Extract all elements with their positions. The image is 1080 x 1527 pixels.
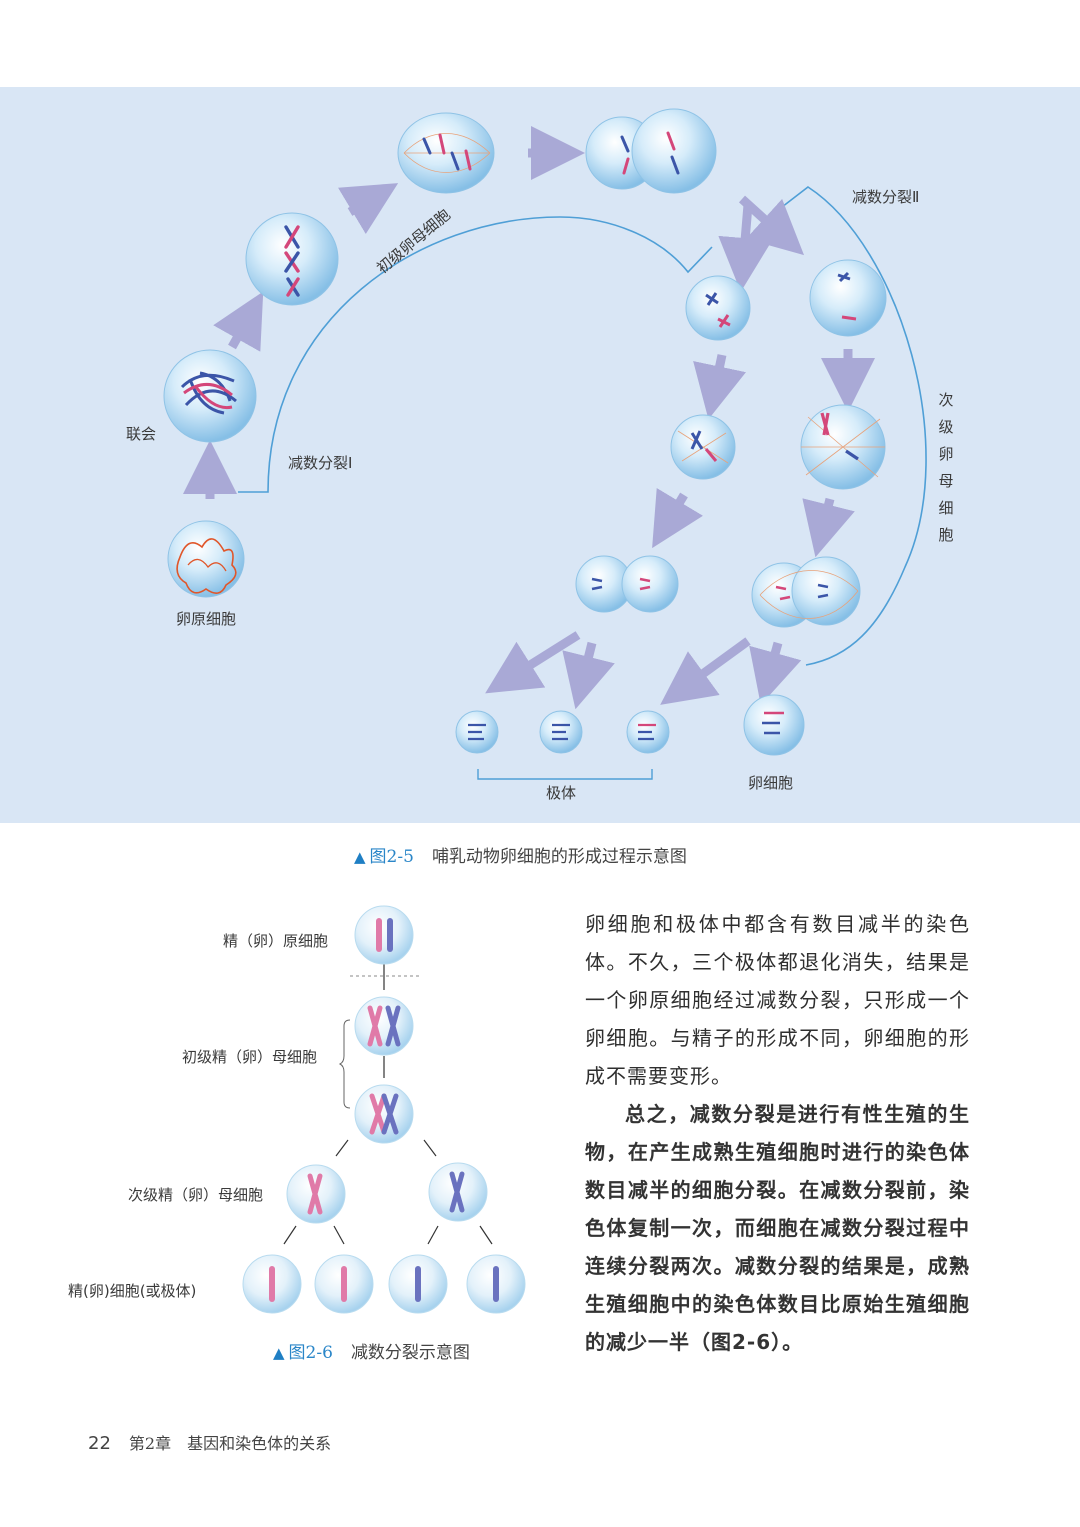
figure-2-6: 精（卵）原细胞 初级精（卵）母细胞 次级精（卵）母细胞 精(卵)细胞(或极体) bbox=[0, 880, 560, 1380]
figure-2-6-number: 图2-6 bbox=[288, 1343, 333, 1363]
secondary-cell-left bbox=[286, 1164, 346, 1224]
label-secondary-oocyte: 次级卵母细胞 bbox=[938, 391, 954, 544]
meiosis-1-bracket bbox=[238, 216, 713, 493]
gamete-cell-1 bbox=[242, 1254, 302, 1314]
egg-cell bbox=[743, 694, 805, 756]
secondary-oocyte-cell bbox=[809, 259, 887, 337]
caption-triangle-icon: ▲ bbox=[273, 1344, 285, 1362]
polar-body-3 bbox=[626, 710, 670, 754]
figure-2-5-panel: 卵原细胞 联会 减数分裂Ⅰ 初级卵母细胞 减数分裂Ⅱ 次级卵母细胞 极体 卵细胞 bbox=[0, 87, 1080, 823]
label-meiosis-2: 减数分裂Ⅱ bbox=[852, 188, 920, 206]
synapsis-cell bbox=[163, 349, 257, 443]
page-footer: 22 第2章基因和染色体的关系 bbox=[88, 1430, 331, 1454]
polar-body-dividing-cell bbox=[575, 555, 679, 613]
polar-body-metaphase-cell bbox=[670, 414, 736, 480]
primary-oocyte-anaphase-cell bbox=[397, 112, 495, 194]
first-polar-body-cell bbox=[685, 275, 751, 341]
figure-2-6-title: 减数分裂示意图 bbox=[350, 1343, 470, 1363]
label-oogonium: 卵原细胞 bbox=[176, 610, 237, 628]
label-primary-row: 初级精（卵）母细胞 bbox=[182, 1048, 318, 1066]
chapter-title: 基因和染色体的关系 bbox=[187, 1434, 332, 1453]
label-polar-body: 极体 bbox=[546, 784, 577, 802]
label-gamete-row: 精(卵)细胞(或极体) bbox=[68, 1282, 197, 1300]
label-synapsis: 联会 bbox=[126, 425, 157, 443]
primary-cell-1 bbox=[354, 996, 414, 1056]
label-oogonium-row: 精（卵）原细胞 bbox=[223, 932, 329, 950]
gamete-cell-2 bbox=[314, 1254, 374, 1314]
meiosis-2-bracket bbox=[781, 186, 927, 666]
gamete-cell-4 bbox=[466, 1254, 526, 1314]
primary-oocyte-telophase-cell bbox=[585, 108, 717, 194]
primary-oocyte-metaphase-cell bbox=[245, 212, 339, 306]
figure-2-5-title: 哺乳动物卵细胞的形成过程示意图 bbox=[431, 847, 687, 867]
process-arrows bbox=[183, 126, 875, 710]
secondary-cell-right bbox=[428, 1162, 488, 1222]
oogonium-cell bbox=[167, 520, 245, 598]
paragraph-1: 卵细胞和极体中都含有数目减半的染色体。不久，三个极体都退化消失，结果是一个卵原细… bbox=[585, 912, 970, 1088]
label-secondary-row: 次级精（卵）母细胞 bbox=[128, 1186, 264, 1204]
gamete-cell-3 bbox=[388, 1254, 448, 1314]
meiosis-schematic bbox=[242, 905, 526, 1314]
polar-body-bracket bbox=[477, 769, 653, 780]
polar-body-2 bbox=[539, 710, 583, 754]
secondary-oocyte-metaphase-cell bbox=[800, 404, 886, 490]
figure-2-6-caption: ▲图2-6 减数分裂示意图 bbox=[273, 1338, 470, 1363]
primary-cell-2 bbox=[354, 1084, 414, 1144]
caption-triangle-icon: ▲ bbox=[354, 848, 366, 866]
oogonium-schematic-cell bbox=[354, 905, 414, 965]
body-text: 卵细胞和极体中都含有数目减半的染色体。不久，三个极体都退化消失，结果是一个卵原细… bbox=[585, 905, 970, 1361]
chapter-number: 第2章 bbox=[128, 1434, 172, 1453]
figure-2-5-caption: ▲图2-5 哺乳动物卵细胞的形成过程示意图 bbox=[354, 842, 687, 867]
label-egg-cell: 卵细胞 bbox=[748, 774, 794, 792]
polar-body-1 bbox=[455, 710, 499, 754]
oogenesis-diagram bbox=[163, 108, 927, 780]
figure-2-5-number: 图2-5 bbox=[369, 847, 414, 867]
paragraph-2-summary: 总之，减数分裂是进行有性生殖的生物，在产生成熟生殖细胞时进行的染色体数目减半的细… bbox=[585, 1102, 970, 1354]
label-meiosis-1: 减数分裂Ⅰ bbox=[288, 454, 353, 472]
secondary-oocyte-dividing-cell bbox=[751, 556, 861, 628]
page-number: 22 bbox=[88, 1433, 111, 1454]
